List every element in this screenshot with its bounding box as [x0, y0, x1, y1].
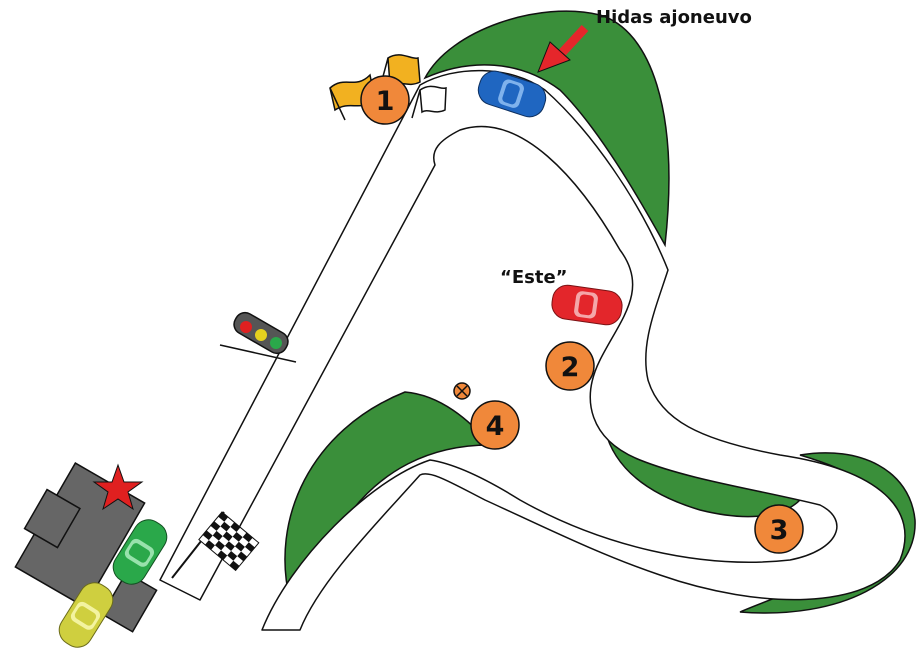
marker-4: 4 — [471, 401, 519, 449]
marker-4-label: 4 — [486, 411, 505, 442]
marker-2: 2 — [546, 342, 594, 390]
marker-1-label: 1 — [376, 86, 395, 117]
red-car-icon — [550, 283, 624, 326]
marker-2-label: 2 — [561, 352, 580, 383]
marker-1: 1 — [361, 76, 409, 124]
obstacle-label: “Este” — [500, 267, 567, 288]
marker-3: 3 — [755, 505, 803, 553]
obstacle-marker-icon — [454, 383, 470, 399]
slow-vehicle-label: Hidas ajoneuvo — [596, 7, 752, 28]
marker-3-label: 3 — [770, 515, 789, 546]
